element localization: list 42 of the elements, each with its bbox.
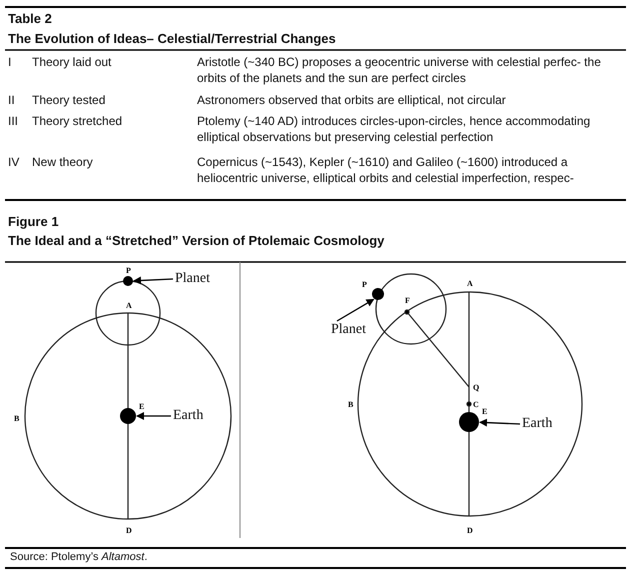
heading-text: The Ideal and a “Stretched” Version of Ptolemaic Cosmology (8, 233, 384, 248)
point-letter: D (467, 526, 473, 535)
point-letter: Q (473, 383, 480, 392)
leader-arrow (133, 276, 174, 284)
table-cell-text: Aristotle (~340 BC) proposes a geocentric universe with celestial perfec- the orbits of the planets and the sun are perfect circles (197, 54, 602, 86)
planet-dot (372, 288, 384, 300)
earth-dot (120, 408, 136, 424)
point-letter: B (348, 400, 354, 409)
leader-arrow (336, 298, 374, 322)
point-letter: P (362, 280, 367, 289)
table-cell-text: Copernicus (~1543), Kepler (~1610) and Galileo (~1600) introduced a heliocentric universe, elliptical orbits and celestial imperfection, respec- (197, 154, 575, 186)
point-letter: D (126, 526, 132, 535)
heading-text: Table 2 (8, 11, 52, 26)
point-letter: C (473, 400, 479, 409)
table-cell-text: III (8, 113, 20, 129)
callout-label: Earth (173, 408, 204, 424)
heading-text: Figure 1 (8, 214, 59, 229)
leader-arrow (479, 418, 520, 427)
point-letter: A (126, 301, 132, 310)
callout-label: Earth (522, 416, 552, 432)
table-cell-text: IV (8, 154, 20, 170)
table-cell-text: Theory stretched (32, 113, 124, 129)
callout-label: Planet (175, 271, 210, 287)
point-letter: E (139, 402, 144, 411)
source-note: Source: Ptolemy’s Altamost. (10, 551, 148, 563)
point-letter: A (467, 279, 473, 288)
callout-label: Planet (331, 322, 366, 338)
earth-dot (459, 412, 479, 432)
heading-text: The Evolution of Ideas– Celestial/Terrestrial Changes (8, 31, 336, 46)
table-cell-text: Theory laid out (32, 54, 112, 70)
table-cell-text: II (8, 92, 16, 108)
table-cell-text: Astronomers observed that orbits are elliptical, not circular (197, 92, 507, 108)
table-cell-text: New theory (32, 154, 94, 170)
point-letter: B (14, 414, 20, 423)
point-letter: E (482, 407, 488, 416)
table-cell-text: Ptolemy (~140 AD) introduces circles-upon-circles, hence accommodating elliptical observations but preserving celestial perfection (197, 113, 592, 145)
table-cell-text: I (8, 54, 12, 70)
leader-arrow (136, 412, 171, 420)
planet-dot (123, 276, 133, 286)
point-letter: F (405, 296, 410, 305)
point-letter: P (126, 266, 131, 275)
table-cell-text: Theory tested (32, 92, 106, 108)
